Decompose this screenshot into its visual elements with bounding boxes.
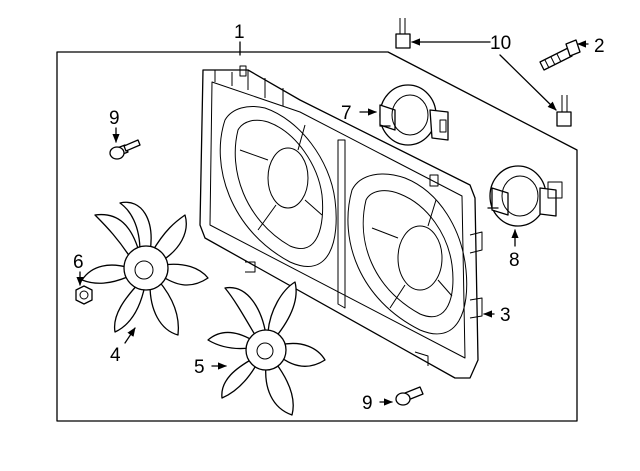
fan-shroud <box>199 65 483 379</box>
bolt-part-2 <box>539 39 581 71</box>
callout-8: 8 <box>509 250 520 271</box>
assembly-outline <box>56 51 578 422</box>
bolt-part-9-top <box>109 139 141 160</box>
callout-9-top: 9 <box>109 108 120 129</box>
callout-1: 1 <box>234 22 245 43</box>
connector-part-10-right <box>556 95 572 127</box>
nut-part-6 <box>75 285 93 305</box>
callout-5: 5 <box>194 357 205 378</box>
callout-3: 3 <box>500 305 511 326</box>
fan-motor-lower <box>487 165 563 227</box>
fan-blade-right <box>207 281 326 416</box>
callout-2: 2 <box>594 36 605 57</box>
callout-6: 6 <box>73 252 84 273</box>
callout-4: 4 <box>110 345 121 366</box>
fan-motor-upper <box>379 84 449 146</box>
callout-9-bottom: 9 <box>362 393 373 414</box>
callout-7: 7 <box>341 103 352 124</box>
bolt-part-9-bottom <box>395 386 424 406</box>
callout-10: 10 <box>490 33 511 54</box>
leader-lines <box>76 38 589 406</box>
connector-part-10-top <box>395 18 411 49</box>
callout-labels: 1 2 3 4 5 6 7 8 9 9 10 <box>73 22 605 414</box>
fan-blade-left <box>81 201 209 336</box>
